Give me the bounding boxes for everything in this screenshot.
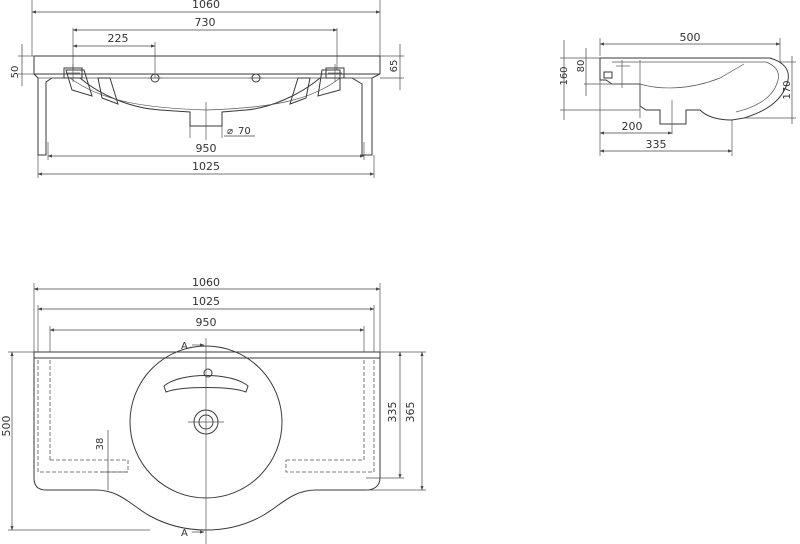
side-dim-170: 170 — [782, 80, 793, 99]
section-marker-bottom: A — [181, 528, 188, 539]
top-dim-1025: 1025 — [192, 295, 220, 308]
section-marker-top: A — [181, 341, 188, 352]
side-dim-80: 80 — [576, 60, 587, 73]
front-view: 1060 730 225 — [10, 0, 404, 178]
front-dim-1025: 1025 — [192, 160, 220, 173]
front-dim-50: 50 — [10, 66, 21, 79]
front-dim-70: 70 — [238, 126, 251, 137]
diameter-symbol: ⌀ — [227, 126, 233, 137]
side-dim-200: 200 — [622, 120, 643, 133]
side-dim-500: 500 — [680, 31, 701, 44]
front-dim-950: 950 — [196, 142, 217, 155]
front-dim-225: 225 — [108, 32, 129, 45]
top-dim-365: 365 — [404, 402, 417, 423]
front-dim-730: 730 — [195, 16, 216, 29]
side-dim-160: 160 — [559, 66, 570, 85]
top-dim-500: 500 — [0, 416, 13, 437]
top-dim-1060: 1060 — [192, 276, 220, 289]
side-dim-335: 335 — [646, 138, 667, 151]
top-dim-335: 335 — [386, 402, 399, 423]
top-dim-38: 38 — [95, 438, 106, 451]
top-view: 1060 1025 950 A A — [0, 276, 426, 544]
top-dim-950: 950 — [196, 316, 217, 329]
front-dim-1060: 1060 — [192, 0, 220, 11]
front-dim-65: 65 — [389, 60, 400, 73]
side-view: 500 160 80 170 200 335 — [559, 31, 796, 156]
